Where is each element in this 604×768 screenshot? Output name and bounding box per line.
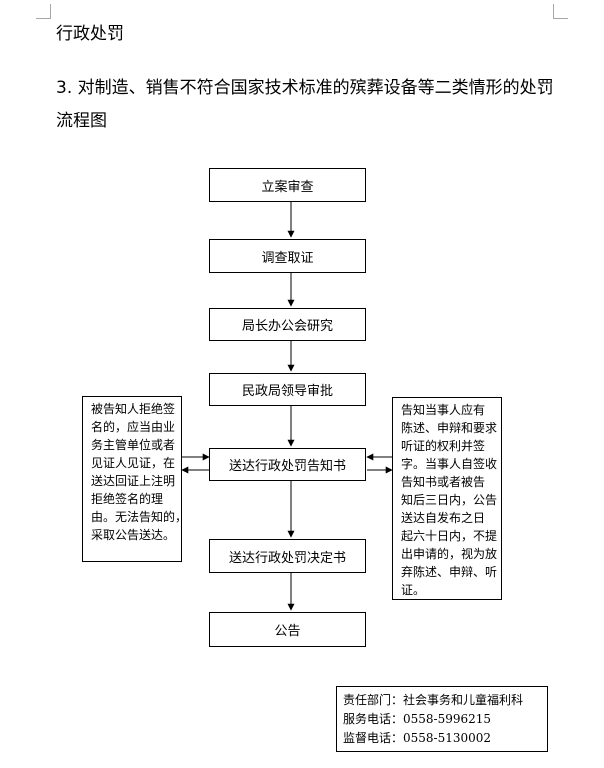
right-note-line: 知后三日内，公告	[401, 493, 498, 507]
right-note-line: 起六十日内，不提	[401, 529, 498, 543]
left-note-line: 见证人见证，在	[91, 456, 176, 470]
right-note-line: 告知书或者被告	[401, 475, 486, 489]
right-note-rights-notice: 告知当事人应有 陈述、申辩和要求 听证的权利并签 字。当事人自签收 告知书或者被…	[392, 397, 502, 600]
left-note-refusal-to-sign: 被告知人拒绝签 名的，应当由业 务主管单位或者 见证人见证，在 送达回证上注明 …	[82, 396, 188, 562]
right-note-line: 字。当事人自签收	[401, 457, 498, 471]
left-note-line: 拒绝签名的理	[91, 492, 164, 506]
service-phone-label: 服务电话：	[343, 712, 404, 726]
left-note-line: 被告知人拒绝签	[91, 402, 176, 416]
right-note-line: 弃陈述、申辩、听	[401, 565, 498, 579]
contact-info-box: 责任部门：社会事务和儿童福利科 服务电话：0558-5996215 监督电话：0…	[336, 686, 548, 752]
flow-step-serve-penalty-notice: 送达行政处罚告知书	[209, 448, 366, 481]
page-title: 行政处罚	[56, 24, 124, 44]
department-label: 责任部门：	[343, 693, 404, 707]
left-note-line: 送达回证上注明	[91, 474, 176, 488]
page-corner-mark-right	[553, 4, 568, 19]
left-note-line: 名的，应当由业	[91, 420, 176, 434]
left-note-line: 务主管单位或者	[91, 438, 176, 452]
flowchart-heading: 3. 对制造、销售不符合国家技术标准的殡葬设备等二类情形的处罚流程图	[56, 78, 554, 131]
flow-step-director-meeting: 局长办公会研究	[209, 308, 366, 341]
supervision-phone-value: 0558-5130002	[403, 731, 492, 745]
supervision-phone-row: 监督电话：0558-5130002	[343, 729, 547, 748]
flow-step-leadership-approval: 民政局领导审批	[209, 373, 366, 406]
flow-step-announcement: 公告	[209, 612, 366, 647]
right-note-line: 出申请的，视为放	[401, 547, 498, 561]
service-phone-value: 0558-5996215	[403, 712, 492, 726]
flow-step-case-review: 立案审查	[209, 168, 366, 202]
right-note-line: 告知当事人应有	[401, 403, 486, 417]
right-note-line: 听证的权利并签	[401, 439, 486, 453]
left-note-line: 采取公告送达。	[91, 528, 176, 542]
right-note-line: 送达自发布之日	[401, 511, 486, 525]
flow-step-serve-penalty-decision: 送达行政处罚决定书	[209, 539, 366, 573]
left-note-line: 由。无法告知的，	[91, 510, 188, 524]
right-note-line: 证。	[401, 583, 426, 597]
service-phone-row: 服务电话：0558-5996215	[343, 710, 547, 729]
flow-step-investigation: 调查取证	[209, 239, 366, 273]
supervision-phone-label: 监督电话：	[343, 731, 404, 745]
department-value: 社会事务和儿童福利科	[403, 693, 524, 707]
right-note-line: 陈述、申辩和要求	[401, 421, 498, 435]
page-corner-mark-left	[36, 4, 51, 19]
department-row: 责任部门：社会事务和儿童福利科	[343, 691, 547, 710]
